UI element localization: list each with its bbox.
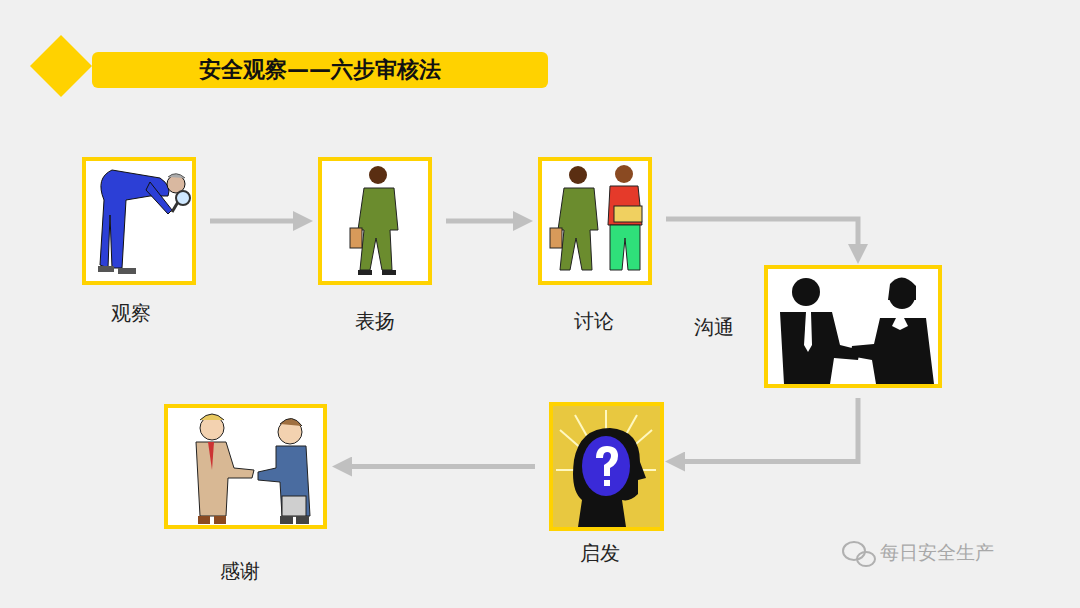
title-diamond <box>30 35 92 97</box>
step-label: 沟通 <box>694 314 734 341</box>
step-label: 讨论 <box>574 308 614 335</box>
flow-arrow <box>210 219 304 224</box>
step-frame: 讨论 <box>538 157 652 285</box>
watermark-text: 每日安全生产 <box>880 540 994 566</box>
step-frame: 观察 <box>82 157 196 285</box>
step-label: 感谢 <box>220 558 260 585</box>
step-frame: 表扬 <box>318 157 432 285</box>
step-frame: 感谢 <box>164 404 327 529</box>
flow-arrow <box>666 219 858 255</box>
title-text: 安全观察——六步审核法 <box>92 52 548 88</box>
handshake-silhouette <box>780 277 934 384</box>
discussion-figures <box>550 165 642 270</box>
walking-man <box>350 166 398 275</box>
step-frame: 沟通 <box>764 265 942 388</box>
step-frame: 启发 <box>549 402 664 531</box>
watermark-icon <box>843 542 875 566</box>
flow-arrow <box>674 398 858 462</box>
step-label: 表扬 <box>355 308 395 335</box>
observer-figure <box>98 170 190 274</box>
step-label: 观察 <box>111 300 151 327</box>
thanks-figures <box>196 414 310 524</box>
flow-arrow <box>446 219 524 224</box>
question-head <box>553 406 660 527</box>
flow-arrow <box>341 464 535 469</box>
step-label: 启发 <box>580 540 620 567</box>
title-banner <box>92 52 548 88</box>
